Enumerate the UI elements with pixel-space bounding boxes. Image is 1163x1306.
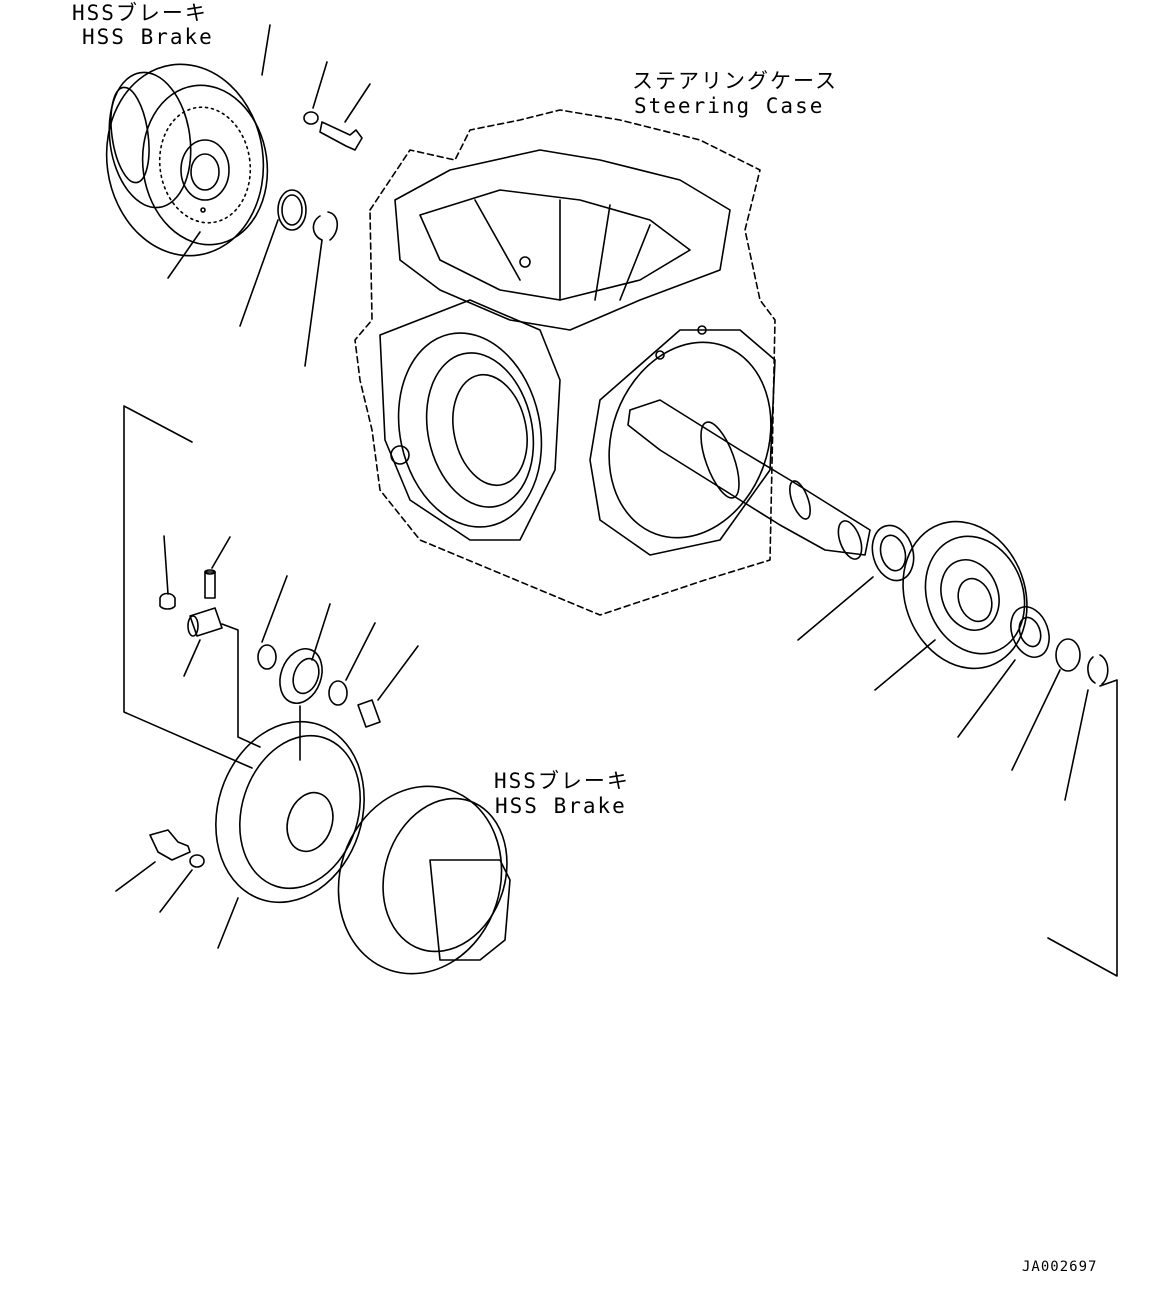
lower-housing bbox=[149, 720, 365, 904]
hss-brake-top-left bbox=[105, 63, 269, 257]
drawing-number: JA002697 bbox=[1022, 1259, 1098, 1275]
hss-brake-label-jp-lower: HSSブレーキ bbox=[494, 769, 630, 793]
steering-case bbox=[354, 109, 776, 616]
shaft bbox=[627, 399, 871, 560]
leader-lines-lower bbox=[115, 405, 419, 949]
hss-brake-label-en-top: HSS Brake bbox=[82, 25, 214, 49]
hss-brake-label-en-lower: HSS Brake bbox=[495, 794, 627, 818]
leader-lines-right bbox=[797, 576, 1118, 977]
right-components bbox=[871, 520, 1109, 685]
steering-case-label-en: Steering Case bbox=[634, 94, 825, 118]
hss-brake-label-jp-top: HSSブレーキ bbox=[72, 1, 208, 25]
leader-lines-top bbox=[167, 24, 371, 367]
lower-small-parts bbox=[159, 569, 381, 728]
small-parts-top bbox=[277, 111, 363, 241]
hss-brake-lower bbox=[337, 785, 511, 975]
steering-case-label-jp: ステアリングケース bbox=[632, 69, 838, 93]
